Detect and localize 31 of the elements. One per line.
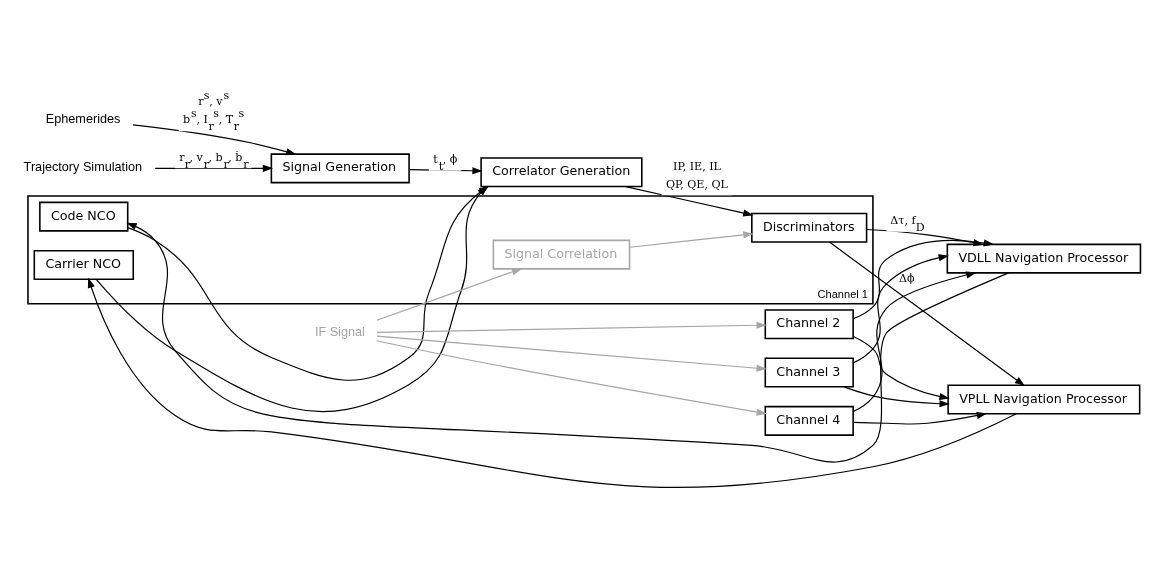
node-box: Channel 3 (764, 357, 854, 388)
node-box: Signal Correlation (492, 239, 631, 270)
node-box: VDLL Navigation Processor (946, 243, 1142, 274)
arrow (154, 164, 274, 172)
arrow (376, 321, 767, 333)
arrow (376, 335, 767, 372)
arrow (87, 277, 1017, 488)
arrow (625, 186, 754, 217)
node-text: IF Signal (314, 325, 365, 339)
node-box: Channel 2 (764, 309, 854, 340)
arrow (629, 231, 754, 248)
arrow (843, 386, 950, 408)
arrow (376, 340, 767, 416)
arrow (852, 335, 950, 401)
node-box: VPLL Navigation Processor (947, 384, 1141, 415)
node-text: Ephemerides (45, 112, 121, 127)
arrow (132, 124, 297, 156)
node-box: Discriminators (751, 212, 868, 243)
arrow (852, 411, 988, 425)
edge-label: IP, IE, IL QP, QE, QL (665, 160, 728, 192)
node-box: Signal Generation (270, 153, 410, 184)
arrow (852, 271, 977, 413)
node-box: Correlator Generation (480, 157, 643, 188)
arrow (852, 254, 949, 364)
node-box: Channel 4 (764, 405, 854, 436)
arrow (126, 222, 1010, 463)
node-box: Carrier NCO (33, 249, 135, 280)
node-box: Code NCO (39, 201, 129, 232)
edge-label: Δϕ (899, 272, 915, 286)
arrow (376, 268, 523, 321)
node-text: Trajectory Simulation (23, 160, 143, 175)
